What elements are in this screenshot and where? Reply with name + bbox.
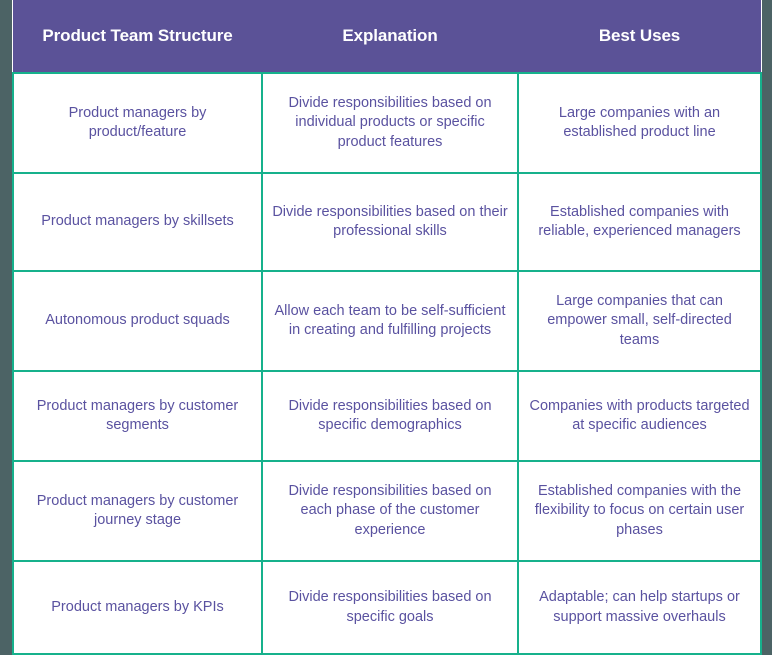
product-team-structure-table: Product Team Structure Explanation Best … [12,0,762,655]
table-body: Product managers by product/feature Divi… [12,72,762,655]
column-header-structure: Product Team Structure [13,0,262,73]
cell-best-uses: Large companies that can empower small, … [517,270,762,372]
cell-structure: Product managers by customer segments [12,370,263,462]
cell-best-uses: Established companies with the flexibili… [517,460,762,562]
cell-structure: Autonomous product squads [12,270,263,372]
cell-explanation: Allow each team to be self-sufficient in… [261,270,519,372]
table-row: Autonomous product squads Allow each tea… [12,270,762,372]
cell-structure: Product managers by KPIs [12,560,263,655]
cell-best-uses: Companies with products targeted at spec… [517,370,762,462]
table-container: Product Team Structure Explanation Best … [12,0,762,655]
page-canvas: Product Team Structure Explanation Best … [12,0,762,655]
cell-explanation: Divide responsibilities based on individ… [261,72,519,174]
cell-best-uses: Adaptable; can help startups or support … [517,560,762,655]
table-row: Product managers by skillsets Divide res… [12,172,762,272]
cell-explanation: Divide responsibilities based on their p… [261,172,519,272]
table-header: Product Team Structure Explanation Best … [13,0,761,73]
table-row: Product managers by KPIs Divide responsi… [12,560,762,655]
cell-structure: Product managers by product/feature [12,72,263,174]
cell-best-uses: Established companies with reliable, exp… [517,172,762,272]
cell-structure: Product managers by customer journey sta… [12,460,263,562]
table-row: Product managers by customer journey sta… [12,460,762,562]
header-row: Product Team Structure Explanation Best … [13,0,761,73]
column-header-explanation: Explanation [262,0,518,73]
cell-explanation: Divide responsibilities based on specifi… [261,560,519,655]
cell-explanation: Divide responsibilities based on specifi… [261,370,519,462]
table-row: Product managers by product/feature Divi… [12,72,762,174]
cell-best-uses: Large companies with an established prod… [517,72,762,174]
table-row: Product managers by customer segments Di… [12,370,762,462]
column-header-best-uses: Best Uses [518,0,761,73]
cell-structure: Product managers by skillsets [12,172,263,272]
cell-explanation: Divide responsibilities based on each ph… [261,460,519,562]
